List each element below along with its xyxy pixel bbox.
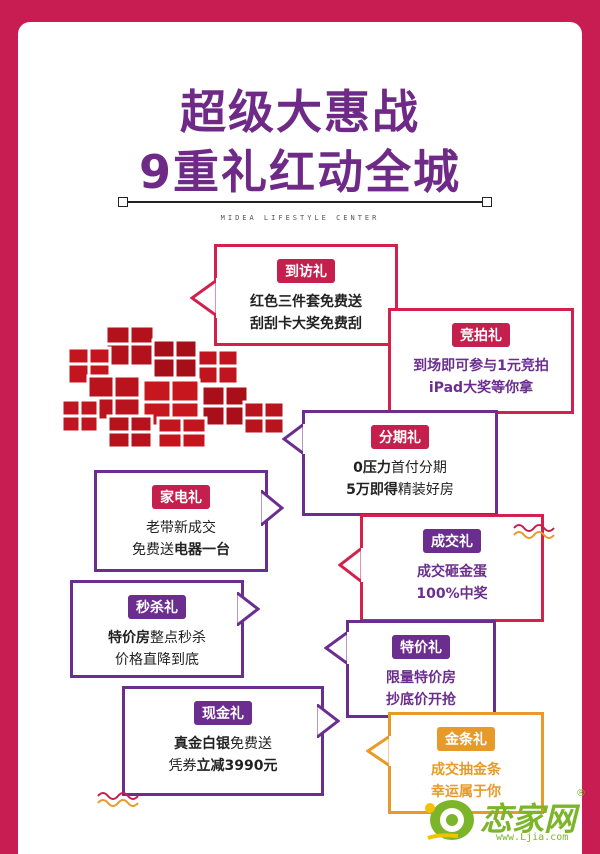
card-line: 价格直降到底 (115, 652, 199, 668)
gift-boxes-illustration (60, 324, 286, 450)
card-line: 免费送 (230, 736, 272, 752)
card-label: 到访礼 (277, 259, 335, 283)
divider-line (124, 201, 486, 203)
tagline: MIDEA LIFESTYLE CENTER (220, 214, 380, 222)
wave-decoration (97, 792, 139, 807)
card-line: 100%中奖 (416, 586, 488, 602)
divider-left-cap (118, 197, 128, 207)
card-line: 到场即可参与1元竞拍 (413, 358, 549, 374)
card-line-bold: 5万即得 (346, 482, 398, 498)
card-label: 家电礼 (152, 485, 210, 509)
ljia-logo: 恋家网 www.Ljia.com ® (418, 788, 588, 844)
speech-notch (324, 632, 350, 664)
card-line: 成交抽金条 (431, 762, 501, 778)
card-line: 幸运属于你 (431, 784, 501, 800)
snail-logo-icon (425, 800, 474, 840)
card-visit-gift: 到访礼 红色三件套免费送 刮刮卡大奖免费刮 (214, 244, 398, 346)
card-line-bold: 电器一台 (174, 542, 230, 558)
card-line: 限量特价房 (386, 670, 456, 686)
card-label: 秒杀礼 (128, 595, 186, 619)
card-line-bold: 0压力 (353, 460, 391, 476)
card-line-bold: 真金白银 (174, 736, 230, 752)
speech-notch (338, 548, 364, 582)
logo-url: www.Ljia.com (496, 832, 569, 843)
card-appliance-gift: 家电礼 老带新成交 免费送电器一台 (94, 470, 268, 572)
card-line: 整点秒杀 (150, 630, 206, 646)
registered-mark: ® (576, 788, 586, 799)
card-flash-sale-gift: 秒杀礼 特价房整点秒杀 价格直降到底 (70, 580, 244, 678)
headline-line-1: 超级大惠战 (180, 85, 420, 139)
card-line: 首付分期 (390, 460, 447, 476)
card-line-bold: 立减3990元 (196, 758, 278, 774)
card-line: 免费送 (132, 542, 174, 558)
card-line: 精装好房 (397, 482, 454, 498)
divider-right-cap (482, 197, 492, 207)
card-label: 竞拍礼 (452, 323, 510, 347)
wave-decoration (513, 524, 555, 539)
speech-notch (366, 736, 392, 766)
speech-notch (234, 592, 260, 626)
card-label: 现金礼 (194, 701, 252, 725)
speech-notch (258, 490, 284, 526)
speech-notch (282, 424, 306, 454)
logo-text: 恋家网 (480, 800, 577, 838)
card-line: 刮刮卡大奖免费刮 (250, 316, 362, 332)
card-installment-gift: 分期礼 0压力首付分期 5万即得精装好房 (302, 410, 498, 516)
speech-notch (190, 278, 220, 318)
card-line: 凭券 (168, 758, 197, 774)
card-special-price-gift: 特价礼 限量特价房 抄底价开抢 (346, 620, 496, 718)
card-line: 红色三件套免费送 (250, 294, 362, 310)
card-auction-gift: 竞拍礼 到场即可参与1元竞拍 iPad大奖等你拿 (388, 308, 574, 414)
speech-notch (314, 704, 340, 738)
card-line: 老带新成交 (146, 520, 216, 536)
card-line: 抄底价开抢 (386, 692, 456, 708)
card-cash-gift: 现金礼 真金白银免费送 凭券立减3990元 (122, 686, 324, 796)
card-line-bold: 特价房 (108, 630, 150, 646)
card-label: 金条礼 (437, 727, 495, 751)
card-line: 成交砸金蛋 (417, 564, 487, 580)
card-label: 分期礼 (371, 425, 429, 449)
card-label: 成交礼 (423, 529, 481, 553)
card-line: iPad大奖等你拿 (428, 380, 534, 396)
card-label: 特价礼 (392, 635, 450, 659)
headline-line-2: 9重礼红动全城 (138, 145, 461, 199)
